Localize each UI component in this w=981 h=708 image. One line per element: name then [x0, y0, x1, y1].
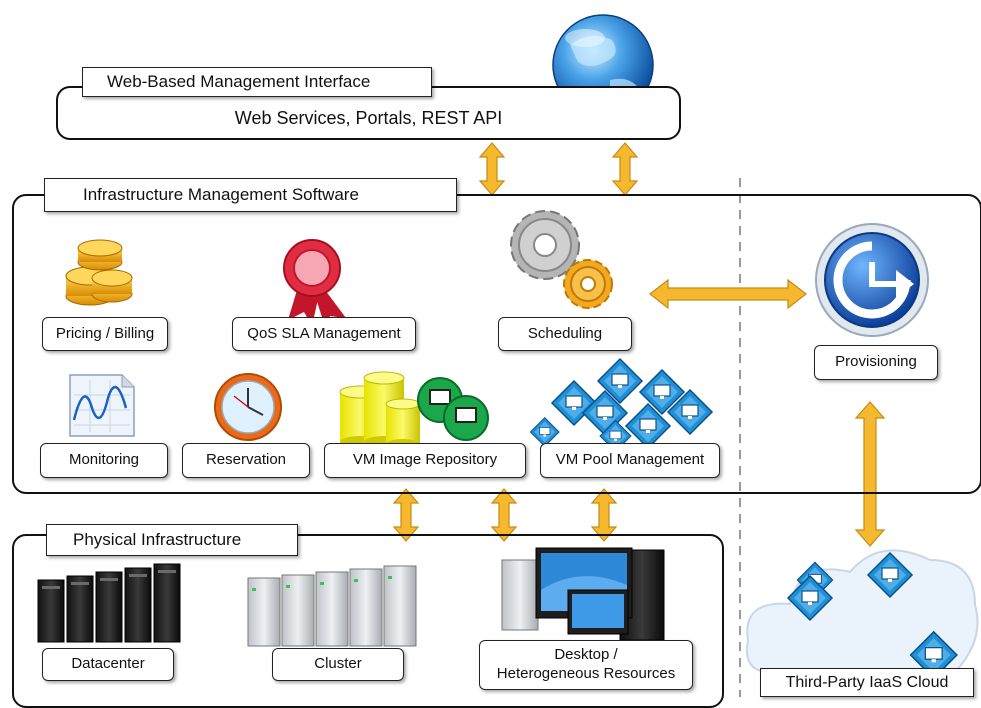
qos-sla-label: QoS SLA Management — [232, 317, 416, 351]
database-icon — [339, 371, 489, 449]
ribbon-icon — [283, 239, 346, 330]
reservation-label: Reservation — [182, 443, 310, 478]
pricing-billing-label: Pricing / Billing — [42, 317, 168, 351]
server-rack-icon — [37, 563, 181, 643]
coins-icon — [65, 239, 133, 306]
desktop-icon — [501, 547, 665, 641]
web-title-tab: Web-Based Management Interface — [82, 67, 432, 97]
desktop-label-line1: Desktop / — [554, 646, 618, 664]
cloud-icon — [529, 417, 979, 679]
ims-title: Infrastructure Management Software — [83, 185, 359, 204]
ims-title-tab: Infrastructure Management Software — [44, 178, 457, 212]
third-party-cloud-label: Third-Party IaaS Cloud — [760, 668, 974, 697]
monitoring-label: Monitoring — [40, 443, 168, 478]
desktop-heterogeneous-label: Desktop / Heterogeneous Resources — [479, 640, 693, 690]
cluster-label: Cluster — [272, 648, 404, 681]
monitor-chart-icon — [69, 374, 135, 437]
datacenter-label: Datacenter — [42, 648, 174, 681]
gears-icon — [510, 210, 613, 309]
scheduling-label: Scheduling — [498, 317, 632, 351]
desktop-label-line2: Heterogeneous Resources — [496, 665, 676, 682]
vm-image-repository-label: VM Image Repository — [324, 443, 526, 478]
web-title: Web-Based Management Interface — [107, 72, 371, 91]
clock-icon — [214, 373, 282, 441]
vm-pool-management-label: VM Pool Management — [540, 443, 720, 478]
physical-title-tab: Physical Infrastructure — [46, 524, 298, 556]
physical-title: Physical Infrastructure — [73, 530, 242, 549]
cluster-icon — [247, 565, 417, 647]
provisioning-label: Provisioning — [814, 345, 938, 380]
provisioning-icon — [815, 223, 929, 337]
web-subtitle: Web Services, Portals, REST API — [234, 108, 503, 128]
